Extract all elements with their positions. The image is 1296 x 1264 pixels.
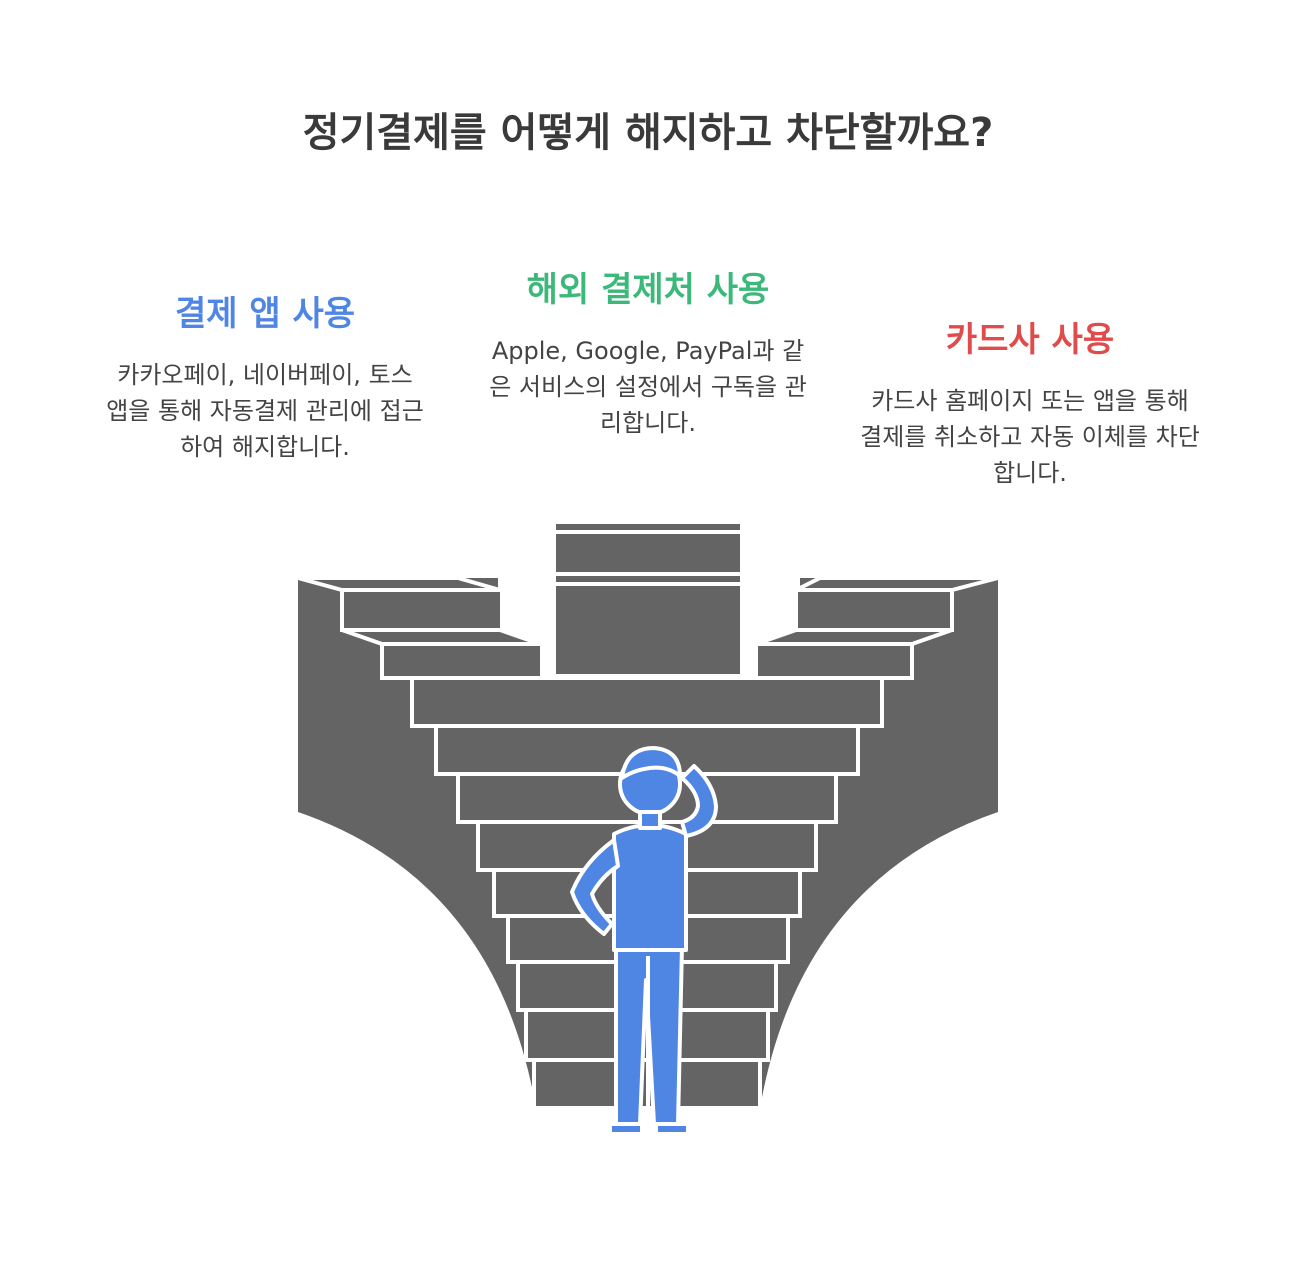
option-payment-app: 결제 앱 사용 카카오페이, 네이버페이, 토스 앱을 통해 자동결제 관리에 …: [95, 286, 435, 465]
option-overseas-merchant: 해외 결제처 사용 Apple, Google, PayPal과 같은 서비스의…: [470, 262, 826, 441]
page-title: 정기결제를 어떻게 해지하고 차단할까요?: [302, 110, 994, 156]
option-description: 카카오페이, 네이버페이, 토스 앱을 통해 자동결제 관리에 접근하여 해지합…: [106, 361, 424, 461]
person-icon: [570, 746, 718, 1136]
option-heading: 결제 앱 사용: [174, 294, 356, 334]
option-heading: 카드사 사용: [945, 320, 1115, 360]
option-description: 카드사 홈페이지 또는 앱을 통해 결제를 취소하고 자동 이체를 차단합니다.: [860, 387, 1200, 487]
option-heading: 해외 결제처 사용: [526, 270, 770, 310]
option-card-company: 카드사 사용 카드사 홈페이지 또는 앱을 통해 결제를 취소하고 자동 이체를…: [852, 312, 1208, 491]
option-description: Apple, Google, PayPal과 같은 서비스의 설정에서 구독을 …: [489, 337, 807, 437]
